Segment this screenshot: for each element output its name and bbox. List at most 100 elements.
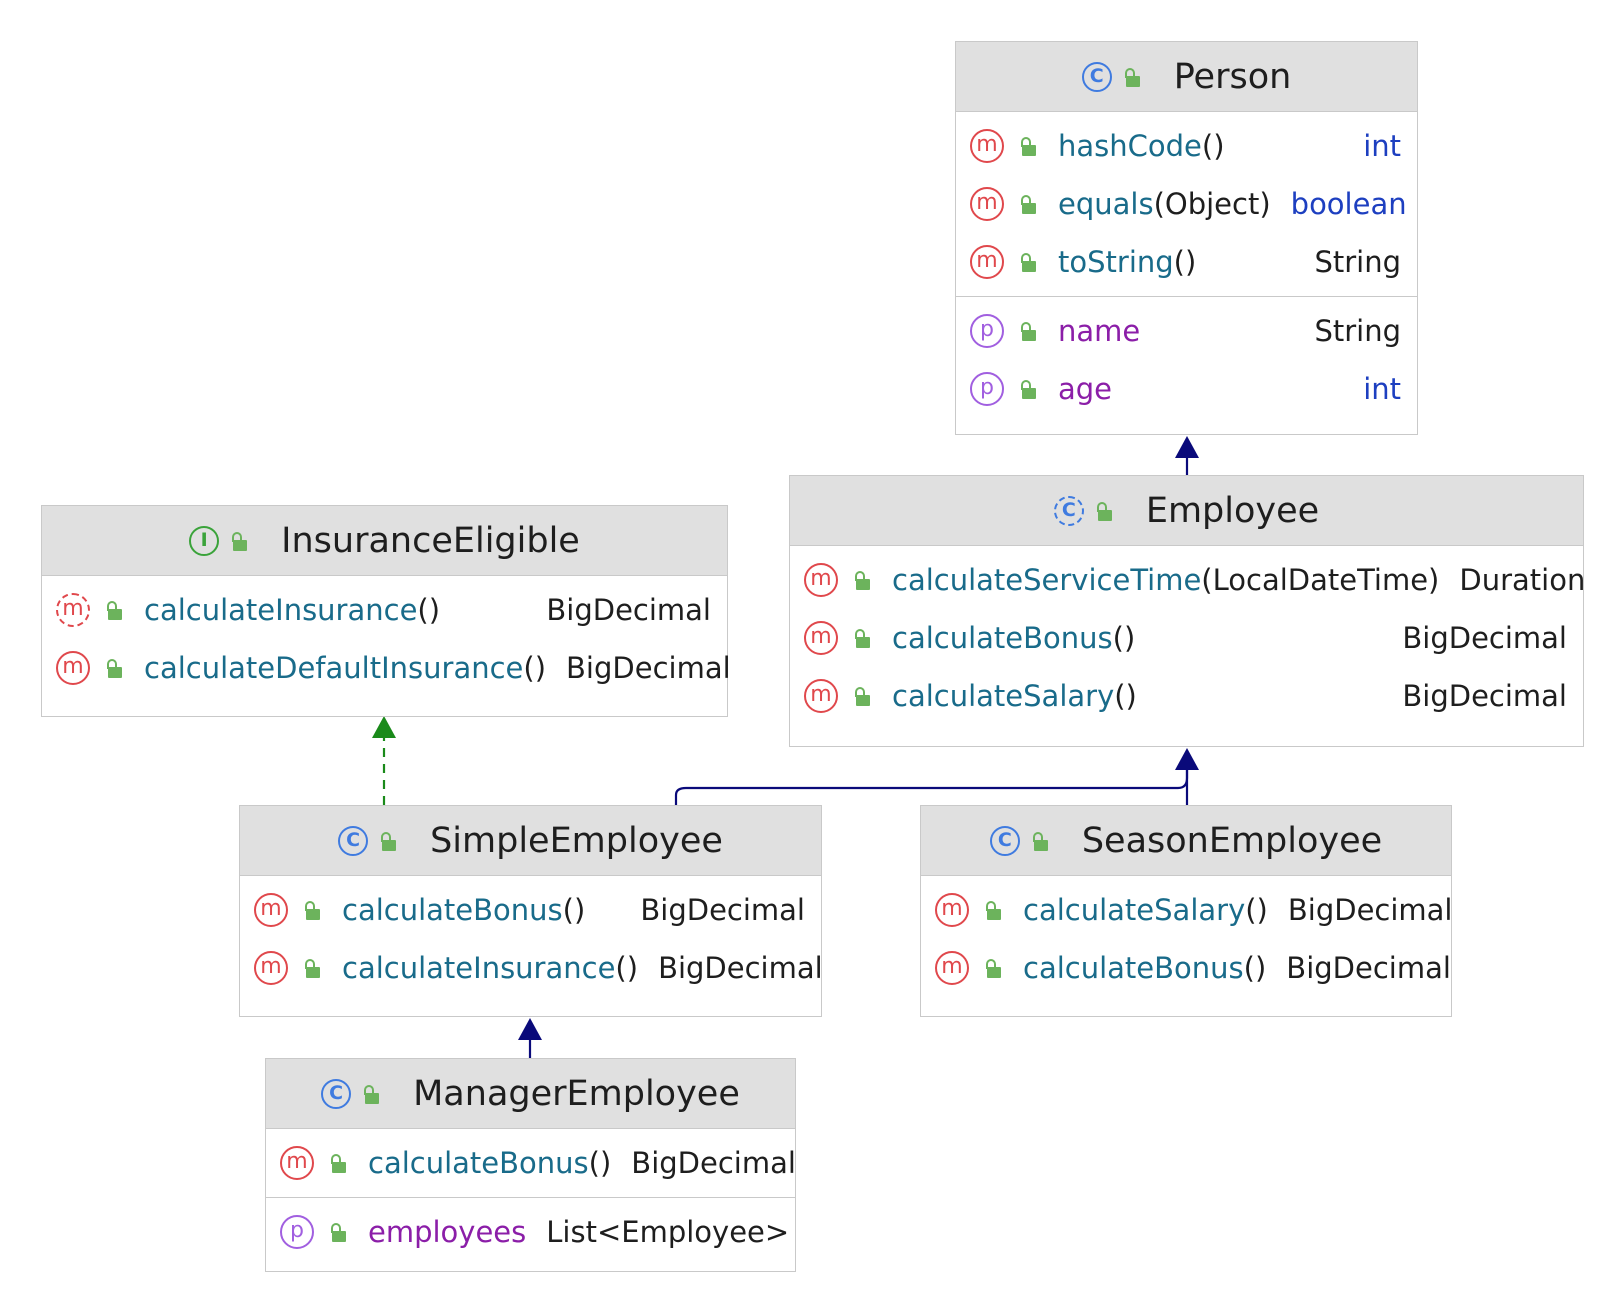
method-name: calculateDefaultInsurance <box>144 651 524 685</box>
methods-section: m calculateBonus() BigDecimal <box>266 1129 796 1197</box>
public-lock-icon <box>302 959 320 978</box>
node-title: ManagerEmployee <box>413 1073 740 1114</box>
node-header: C Person <box>956 42 1417 112</box>
node-header: C ManagerEmployee <box>266 1059 795 1129</box>
return-type: BigDecimal <box>1402 679 1567 713</box>
return-type: BigDecimal <box>566 651 731 685</box>
return-type: BigDecimal <box>1402 621 1567 655</box>
method-icon: m <box>935 951 969 985</box>
method-params: () <box>615 951 639 985</box>
method-row[interactable]: m calculateInsurance() BigDecimal <box>240 939 823 997</box>
abstract-class-icon: C <box>1053 495 1084 526</box>
properties-section: p name String p age int <box>956 296 1417 423</box>
method-name: calculateSalary <box>892 679 1115 713</box>
method-name: calculateSalary <box>1023 893 1246 927</box>
method-row[interactable]: m toString() String <box>956 233 1417 291</box>
property-icon: p <box>280 1215 314 1249</box>
method-params: () <box>562 893 586 927</box>
interface-node-insuranceeligible[interactable]: I InsuranceEligible m calculateInsurance… <box>41 505 731 717</box>
public-lock-icon <box>378 831 397 851</box>
method-icon: m <box>280 1146 314 1180</box>
property-name: name <box>1058 314 1141 348</box>
class-node-simpleemployee[interactable]: C SimpleEmployee m calculateBonus() BigD… <box>239 805 823 1017</box>
method-name: calculateBonus <box>368 1146 589 1180</box>
property-type: String <box>1314 314 1401 348</box>
arrowhead-simpleemployee <box>518 1018 542 1040</box>
method-params: () <box>1201 129 1225 163</box>
method-row[interactable]: m calculateSalary() BigDecimal <box>790 667 1583 725</box>
method-icon: m <box>935 893 969 927</box>
method-icon: m <box>254 893 288 927</box>
method-row[interactable]: m calculateDefaultInsurance() BigDecimal <box>42 639 731 697</box>
property-type: int <box>1363 372 1401 406</box>
method-icon: m <box>804 679 838 713</box>
method-row[interactable]: m calculateServiceTime(LocalDateTime) Du… <box>790 551 1585 609</box>
property-icon: p <box>970 372 1004 406</box>
method-name: equals <box>1058 187 1154 221</box>
method-icon: m <box>970 187 1004 221</box>
arrowhead-person <box>1175 436 1199 458</box>
method-icon: m <box>970 245 1004 279</box>
class-icon: C <box>338 825 369 856</box>
property-row[interactable]: p name String <box>956 302 1417 360</box>
class-node-manageremployee[interactable]: C ManagerEmployee m calculateBonus() Big… <box>265 1058 796 1272</box>
method-icon: m <box>970 129 1004 163</box>
method-name: calculateInsurance <box>144 593 418 627</box>
public-lock-icon <box>229 531 248 551</box>
public-lock-icon <box>1018 195 1036 214</box>
node-title: InsuranceEligible <box>281 520 580 561</box>
public-lock-icon <box>983 959 1001 978</box>
public-lock-icon <box>1018 137 1036 156</box>
property-name: age <box>1058 372 1113 406</box>
node-title: Person <box>1173 56 1292 97</box>
return-type: boolean <box>1290 187 1407 221</box>
method-row[interactable]: m calculateInsurance() BigDecimal <box>42 581 727 639</box>
property-row[interactable]: p employees List<Employee> <box>266 1203 795 1261</box>
method-row[interactable]: m calculateBonus() BigDecimal <box>240 881 821 939</box>
method-name: calculateBonus <box>892 621 1113 655</box>
method-params: (Object) <box>1153 187 1271 221</box>
class-node-seasonemployee[interactable]: C SeasonEmployee m calculateSalary() Big… <box>920 805 1453 1017</box>
method-row[interactable]: m equals(Object) boolean <box>956 175 1417 233</box>
public-lock-icon <box>361 1084 380 1104</box>
public-lock-icon <box>1122 67 1140 87</box>
public-lock-icon <box>104 601 122 620</box>
method-row[interactable]: m hashCode() int <box>956 117 1417 175</box>
return-type: BigDecimal <box>546 593 711 627</box>
public-lock-icon <box>1030 831 1048 851</box>
method-icon: m <box>56 651 90 685</box>
public-lock-icon <box>1018 380 1036 399</box>
public-lock-icon <box>1018 322 1036 341</box>
method-params: () <box>1243 951 1267 985</box>
property-type: List<Employee> <box>546 1215 790 1249</box>
method-name: toString <box>1058 245 1174 279</box>
class-icon: C <box>989 825 1020 856</box>
return-type: BigDecimal <box>1287 893 1453 927</box>
class-node-person[interactable]: C Person m hashCode() int m equals(Objec… <box>955 41 1418 435</box>
arrowhead-insuranceeligible <box>372 716 396 738</box>
public-lock-icon <box>1018 253 1036 272</box>
node-title: Employee <box>1145 490 1320 531</box>
methods-section: m hashCode() int m equals(Object) boolea… <box>956 112 1417 296</box>
method-params: () <box>1114 679 1137 713</box>
class-icon: C <box>1081 61 1112 92</box>
edge-simpleemployee-extends-employee <box>674 768 1189 805</box>
method-row[interactable]: m calculateBonus() BigDecimal <box>921 939 1451 997</box>
arrowhead-employee <box>1175 748 1199 770</box>
methods-section: m calculateSalary() BigDecimal m calcula… <box>921 876 1453 1002</box>
node-title: SeasonEmployee <box>1081 820 1383 861</box>
method-row[interactable]: m calculateBonus() BigDecimal <box>790 609 1583 667</box>
node-header: C SimpleEmployee <box>240 806 821 876</box>
properties-section: p employees List<Employee> <box>266 1197 795 1266</box>
return-type: BigDecimal <box>631 1146 796 1180</box>
node-header: C SeasonEmployee <box>921 806 1451 876</box>
method-name: calculateInsurance <box>342 951 616 985</box>
property-row[interactable]: p age int <box>956 360 1417 418</box>
method-row[interactable]: m calculateSalary() BigDecimal <box>921 881 1453 939</box>
public-lock-icon <box>852 629 870 648</box>
class-node-employee[interactable]: C Employee m calculateServiceTime(LocalD… <box>789 475 1585 747</box>
public-lock-icon <box>328 1223 346 1242</box>
method-row[interactable]: m calculateBonus() BigDecimal <box>266 1134 796 1192</box>
method-params: () <box>1245 893 1268 927</box>
method-name: hashCode <box>1058 129 1202 163</box>
